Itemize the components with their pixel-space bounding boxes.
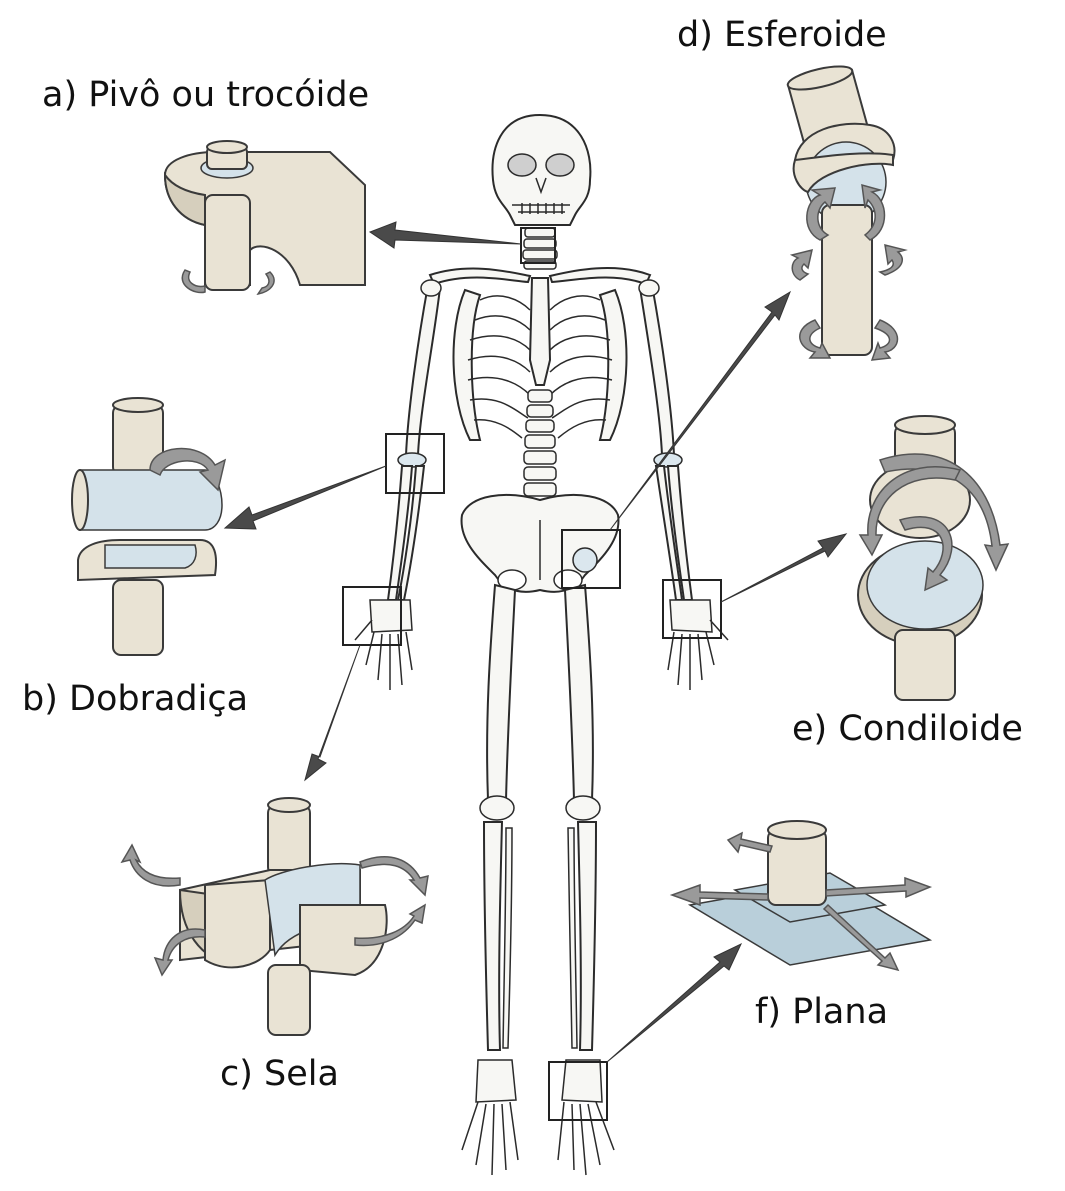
saddle-arrow-bottom-right <box>354 903 427 947</box>
hinge-joint-label: b) Dobradiça <box>22 679 249 719</box>
plane-arrow-left <box>669 883 769 907</box>
ankle-joint-box <box>548 1061 608 1121</box>
pivot-pointer-arrow <box>368 221 522 249</box>
condyloid-joint-label: e) Condiloide <box>792 709 1023 749</box>
right-arm <box>638 279 729 690</box>
highlight-boxes <box>342 227 722 1121</box>
left-clavicle <box>428 267 532 286</box>
ball-socket-joint-model <box>786 65 908 361</box>
pivot-joint-model <box>163 140 366 296</box>
hinge-joint-model <box>71 397 227 656</box>
wrist-joint-box <box>662 579 722 639</box>
spine <box>523 389 557 497</box>
ball-arrow-vertical-right <box>861 183 886 241</box>
pelvis <box>460 494 620 593</box>
condyloid-arrow-left <box>858 466 962 557</box>
condyloid-arrow-center <box>898 516 953 592</box>
elbow-joint-box <box>385 433 445 494</box>
hinge-pointer-arrow <box>223 465 387 530</box>
plane-arrow-right <box>825 876 933 899</box>
hip-joint-box <box>561 529 621 589</box>
pointer-arrows <box>223 221 848 1063</box>
ball-arrow-horizontal <box>789 243 908 281</box>
plane-pointer-arrow <box>606 942 743 1063</box>
rib-cage <box>452 277 628 441</box>
condyloid-pointer-arrow <box>720 533 848 603</box>
plane-joint-model <box>669 820 933 972</box>
pivot-joint-label: a) Pivô ou trocóide <box>42 75 370 115</box>
saddle-pointer-arrow <box>304 644 361 782</box>
ball-joint-label: d) Esferoide <box>677 15 887 55</box>
saddle-arrow-top-right <box>359 856 429 897</box>
pivot-rotation-arrow-left <box>181 269 206 294</box>
saddle-joint-model <box>120 797 429 1036</box>
plane-arrow-lower-right <box>822 903 900 972</box>
saddle-joint-label: c) Sela <box>220 1054 339 1094</box>
plane-arrow-upper-left <box>726 831 773 854</box>
left-arm <box>354 279 442 690</box>
condyloid-joint-model <box>857 415 1010 701</box>
skull <box>491 113 592 226</box>
ball-arrow-rotation <box>799 319 899 361</box>
ball-arrow-vertical-left <box>806 187 836 241</box>
ball-pointer-arrow <box>609 290 792 531</box>
hinge-motion-arrow <box>149 447 227 492</box>
skeleton <box>354 113 729 1176</box>
legs <box>461 583 615 1176</box>
saddle-arrow-top-left <box>120 843 181 887</box>
plane-joint-label: f) Plana <box>755 992 889 1032</box>
pivot-rotation-arrow-right <box>256 271 275 296</box>
neck-joint-box <box>520 227 556 264</box>
thumb-joint-box <box>342 586 402 646</box>
saddle-arrow-bottom-left <box>153 928 206 977</box>
right-clavicle <box>548 267 652 286</box>
